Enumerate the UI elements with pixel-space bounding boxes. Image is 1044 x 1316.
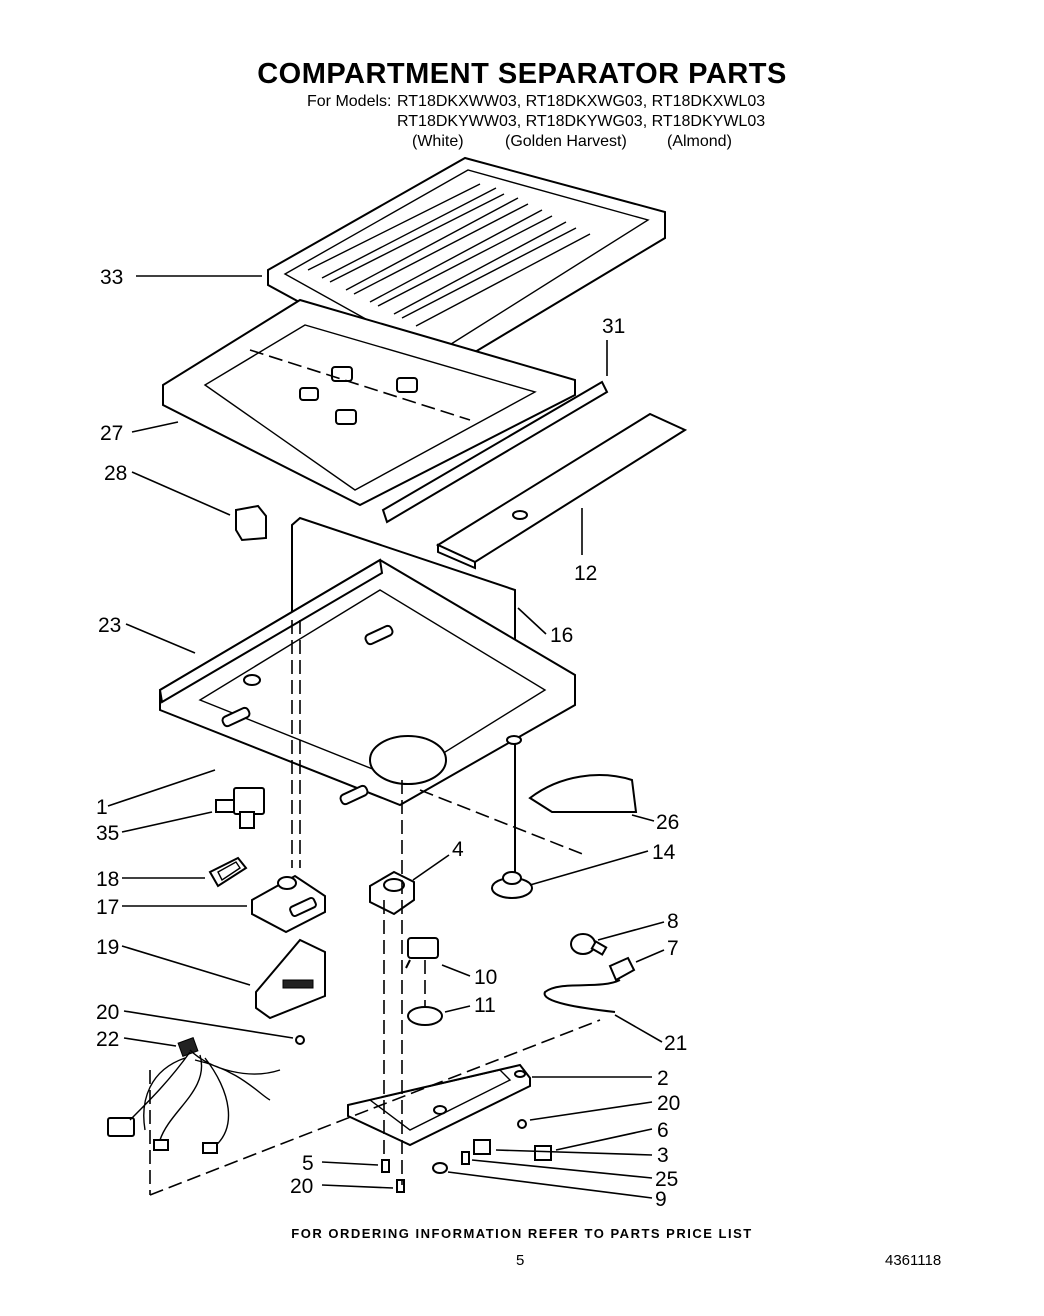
part-2-housing (347, 1063, 531, 1147)
part-8-bulb (570, 933, 608, 956)
callout-8: 8 (667, 910, 679, 933)
part-18-pad (208, 856, 248, 888)
callout-9: 9 (655, 1188, 667, 1211)
callout-10: 10 (474, 966, 497, 989)
part-35-control (215, 787, 265, 829)
part-31-strip (381, 380, 609, 524)
callout-27: 27 (100, 422, 123, 445)
leader-lines (107, 275, 665, 1199)
callout-26: 26 (656, 811, 679, 834)
part-27-separator-pan (162, 298, 576, 507)
color-white: (White) (412, 133, 464, 150)
part-19-bracket (255, 938, 326, 1045)
part-12-channel (435, 412, 688, 570)
callout-16: 16 (550, 624, 573, 647)
models-label: For Models: (307, 93, 392, 110)
callout-6: 6 (657, 1119, 669, 1142)
callout-31: 31 (602, 315, 625, 338)
alignment-lines (149, 349, 601, 1196)
part-23-separator (158, 558, 576, 807)
part-4-damper (369, 870, 415, 916)
part-11-button (407, 1006, 443, 1026)
page-number: 5 (516, 1252, 525, 1269)
callout-14: 14 (652, 841, 676, 864)
callout-23: 23 (98, 614, 121, 637)
callout-21: 21 (664, 1032, 687, 1055)
callout-20-housing: 20 (657, 1092, 680, 1115)
callout-2: 2 (657, 1067, 669, 1090)
callout-19: 19 (96, 936, 119, 959)
callout-3: 3 (657, 1144, 669, 1167)
callout-12: 12 (574, 562, 597, 585)
callout-35: 35 (96, 822, 119, 845)
part-14-grommet (491, 871, 533, 899)
callout-22: 22 (96, 1028, 119, 1051)
callout-17: 17 (96, 896, 119, 919)
models-row-2: RT18DKYWW03, RT18DKYWG03, RT18DKYWL03 (397, 113, 766, 130)
document-number: 4361118 (885, 1252, 942, 1269)
callout-33: 33 (100, 266, 123, 289)
part-17-housing (251, 874, 326, 934)
models-row-1: RT18DKXWW03, RT18DKXWG03, RT18DKXWL03 (397, 93, 766, 110)
part-28-block (235, 504, 267, 542)
part-10-switch (405, 937, 439, 969)
callout-28: 28 (104, 462, 127, 485)
part-21-wire (543, 979, 621, 1013)
callout-18: 18 (96, 868, 119, 891)
part-22-harness (107, 1037, 281, 1154)
screws (381, 1119, 552, 1193)
color-almond: (Almond) (667, 133, 732, 150)
callout-4: 4 (452, 838, 464, 861)
part-26-cover (528, 774, 638, 813)
page-title: COMPARTMENT SEPARATOR PARTS (257, 58, 787, 90)
callout-25: 25 (655, 1168, 678, 1191)
ordering-note: FOR ORDERING INFORMATION REFER TO PARTS … (291, 1226, 753, 1241)
callout-11: 11 (474, 994, 496, 1017)
callout-5: 5 (302, 1152, 314, 1175)
callout-20-bottom: 20 (290, 1175, 313, 1198)
color-golden-harvest: (Golden Harvest) (505, 133, 627, 150)
part-7-socket (608, 956, 636, 982)
callout-20-bracket: 20 (96, 1001, 119, 1024)
callout-7: 7 (667, 937, 679, 960)
callout-1: 1 (96, 796, 108, 819)
